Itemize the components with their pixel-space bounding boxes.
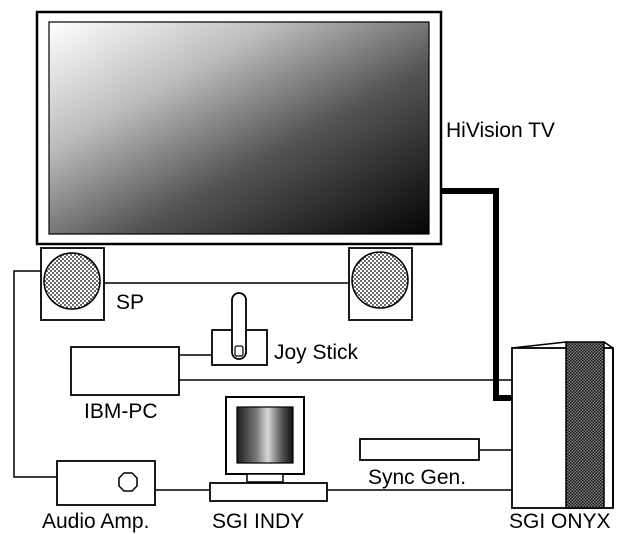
sync-gen-label: Sync Gen. (368, 467, 466, 488)
speaker-left (41, 248, 104, 320)
sync-gen (360, 439, 512, 460)
speaker-right (349, 248, 412, 320)
hivision-tv (37, 12, 441, 244)
joystick (179, 293, 267, 365)
speaker-label: SP (116, 292, 144, 313)
joystick-label: Joy Stick (274, 342, 358, 363)
sgi-indy (210, 397, 327, 501)
ibm-pc-label: IBM-PC (84, 401, 158, 422)
tv-onyx-video-cable (441, 191, 512, 398)
audio-amp-label: Audio Amp. (42, 511, 149, 532)
sgi-onyx (512, 342, 613, 508)
sgi-indy-label: SGI INDY (212, 511, 304, 532)
tv-label: HiVision TV (446, 120, 555, 141)
sgi-onyx-label: SGI ONYX (509, 511, 611, 532)
